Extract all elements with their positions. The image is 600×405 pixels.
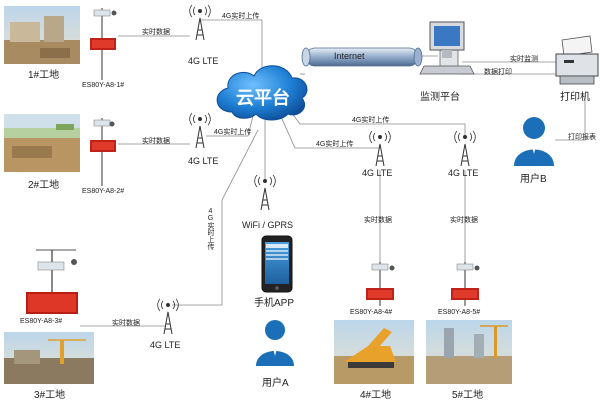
- computer-icon: [419, 21, 475, 75]
- link-label-print-report: 打印报表: [568, 134, 596, 141]
- line-tower3-cloud: [172, 129, 259, 306]
- device-5: [451, 262, 480, 306]
- antenna-icon: [157, 4, 476, 335]
- link-label-realtime-monitor: 实时监测: [510, 56, 538, 63]
- wifi-gprs-label: WiFi / GPRS: [242, 220, 293, 230]
- tower-2-label: 4G LTE: [188, 156, 219, 166]
- mobile-app-label: 手机APP: [254, 298, 295, 309]
- connection-lines: [80, 19, 586, 327]
- device-3-label: ES80Y-A8-3#: [20, 318, 63, 325]
- line-cloud-tower4: [277, 109, 380, 149]
- link-label-upload-2: 4G实时上传: [214, 129, 252, 136]
- line-tower1-cloud: [200, 19, 263, 78]
- site-photo-1: [4, 6, 80, 64]
- cloud-label: 云平台: [236, 88, 290, 108]
- site-photo-4: [334, 320, 414, 384]
- device-4-label: ES80Y-A8-4#: [350, 309, 393, 316]
- phone-icon: [261, 235, 293, 293]
- device-1: [90, 8, 117, 80]
- tower-1-label: 4G LTE: [188, 56, 219, 66]
- tower-4-label: 4G LTE: [362, 168, 393, 178]
- device-3: [26, 249, 78, 314]
- site-5-name: 5#工地: [452, 390, 484, 401]
- site-photo-3: [4, 332, 94, 384]
- line-printer-userB: [555, 95, 586, 141]
- user-b-label: 用户B: [520, 174, 547, 185]
- cloud-icon: [216, 65, 308, 121]
- link-label-realtime-data-3: 实时数据: [112, 320, 140, 327]
- user-a-icon: [256, 320, 294, 366]
- device-5-label: ES80Y-A8-5#: [438, 309, 481, 316]
- internet-label: Internet: [334, 51, 365, 61]
- link-label-upload-4: 4G实时上传: [316, 141, 354, 148]
- site-2-name: 2#工地: [28, 180, 60, 191]
- printer-icon: [555, 35, 599, 85]
- device-2-label: ES80Y-A8-2#: [82, 188, 125, 195]
- link-label-upload-1: 4G实时上传: [222, 13, 260, 20]
- site-3-name: 3#工地: [34, 390, 66, 401]
- site-1-name: 1#工地: [28, 70, 60, 81]
- link-label-upload-vertical: 4G实时上传: [207, 208, 214, 250]
- link-label-realtime-data-4: 实时数据: [364, 217, 392, 224]
- line-tower2-cloud: [206, 107, 256, 137]
- user-b-icon: [514, 117, 554, 166]
- site-photo-2: [4, 114, 80, 172]
- device-4: [366, 262, 395, 306]
- link-label-data-print: 数据打印: [484, 69, 512, 76]
- printer-label: 打印机: [560, 92, 590, 103]
- device-2: [90, 118, 116, 186]
- site-4-name: 4#工地: [360, 390, 392, 401]
- tower-3-label: 4G LTE: [150, 340, 181, 350]
- link-label-upload-3: 4G实时上传: [352, 117, 390, 124]
- monitor-platform-label: 监测平台: [420, 92, 460, 103]
- link-label-realtime-data-2: 实时数据: [142, 138, 170, 145]
- link-label-realtime-data-1: 实时数据: [142, 29, 170, 36]
- user-a-label: 用户A: [262, 378, 289, 389]
- device-1-label: ES80Y-A8-1#: [82, 82, 125, 89]
- internet-pipe: [301, 47, 423, 67]
- site-photo-5: [426, 320, 512, 384]
- link-label-realtime-data-5: 实时数据: [450, 217, 478, 224]
- tower-5-label: 4G LTE: [448, 168, 479, 178]
